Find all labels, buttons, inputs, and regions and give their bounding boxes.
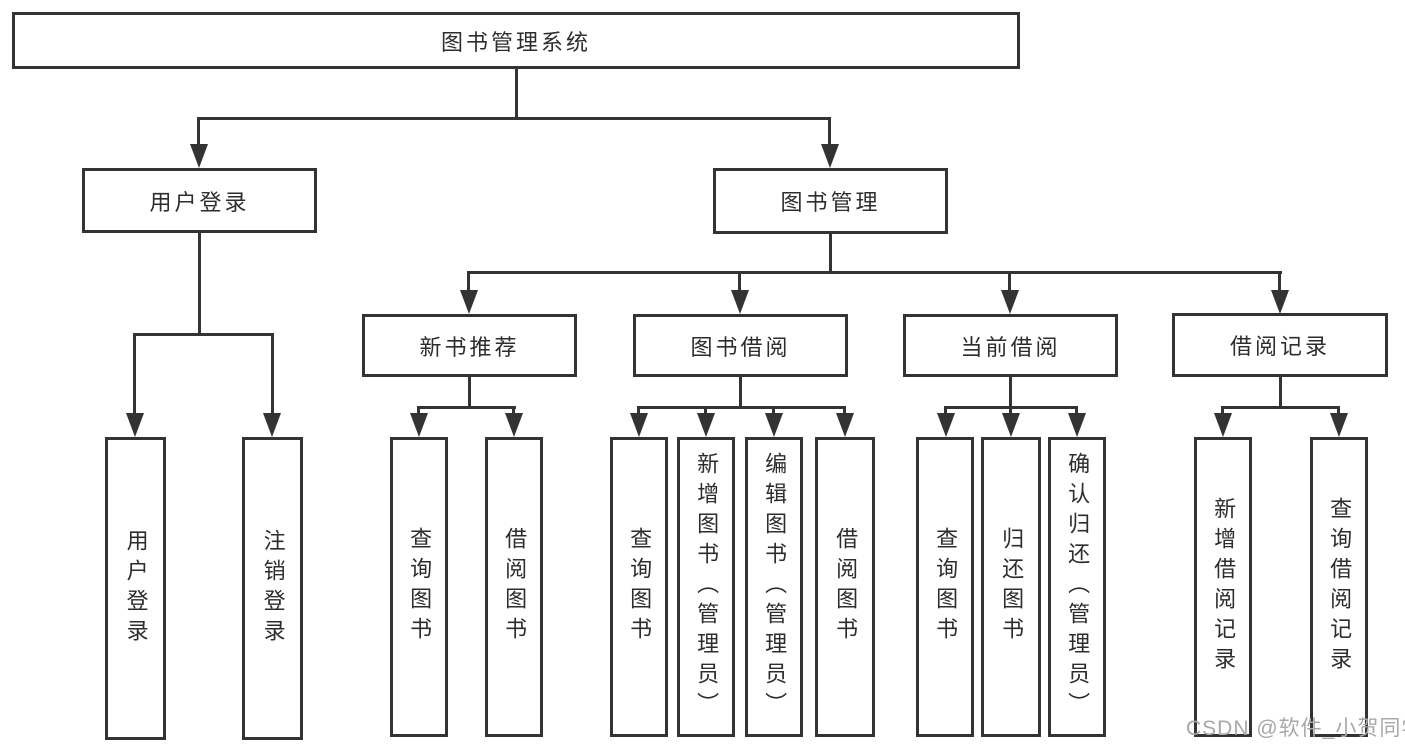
node-label: 借阅图书 bbox=[502, 527, 528, 647]
connector-line bbox=[944, 406, 947, 415]
node-borrow-records: 借阅记录 bbox=[1172, 313, 1388, 377]
node-label: 查询借阅记录 bbox=[1327, 497, 1353, 677]
connector-line bbox=[704, 406, 707, 415]
arrowhead-down bbox=[731, 290, 749, 314]
node-label: 用户登录 bbox=[123, 528, 149, 649]
arrowhead-down bbox=[765, 413, 783, 437]
arrowhead-down bbox=[410, 413, 428, 437]
connector-line bbox=[197, 117, 200, 151]
connector-line bbox=[828, 117, 831, 151]
node-user-login: 用户登录 bbox=[82, 168, 317, 233]
connector-line bbox=[1009, 377, 1012, 408]
node-current-borrow: 当前借阅 bbox=[903, 314, 1118, 377]
leaf-confirm-return-admin: 确认归还（管理员） bbox=[1048, 437, 1106, 737]
connector-line bbox=[1009, 406, 1012, 415]
connector-line bbox=[843, 406, 846, 415]
connector-line bbox=[1221, 406, 1340, 409]
leaf-user-login: 用户登录 bbox=[105, 437, 166, 740]
leaf-logout: 注销登录 bbox=[242, 437, 303, 740]
connector-line bbox=[829, 234, 832, 273]
leaf-query-book-3: 查询图书 bbox=[916, 437, 974, 737]
arrowhead-down bbox=[190, 144, 208, 168]
connector-line bbox=[467, 271, 470, 293]
node-label: 用户登录 bbox=[149, 189, 250, 215]
node-label: 查询图书 bbox=[933, 527, 959, 647]
node-label: 新增借阅记录 bbox=[1211, 497, 1237, 677]
arrowhead-down bbox=[505, 413, 523, 437]
watermark: CSDN @软件_小贺同学 bbox=[1186, 717, 1405, 740]
connector-line bbox=[512, 406, 515, 415]
node-label: 新增图书（管理员） bbox=[694, 452, 720, 722]
node-label: 当前借阅 bbox=[960, 334, 1061, 360]
connector-line bbox=[1075, 406, 1078, 415]
node-label: 归还图书 bbox=[999, 527, 1025, 647]
connector-line bbox=[418, 406, 516, 409]
node-label: 图书管理 bbox=[780, 190, 881, 215]
connector-line bbox=[1008, 271, 1011, 293]
leaf-borrow-book-1: 借阅图书 bbox=[485, 437, 543, 737]
arrowhead-down bbox=[630, 413, 648, 437]
arrowhead-down bbox=[263, 413, 281, 437]
node-label: 新书推荐 bbox=[419, 334, 520, 360]
connector-line bbox=[772, 406, 775, 415]
arrowhead-down bbox=[836, 413, 854, 437]
leaf-borrow-book-2: 借阅图书 bbox=[815, 437, 875, 737]
connector-line bbox=[271, 333, 274, 413]
connector-line bbox=[198, 233, 201, 335]
connector-line bbox=[133, 333, 274, 336]
arrowhead-down bbox=[1068, 413, 1086, 437]
connector-line bbox=[1221, 406, 1224, 415]
node-label: 注销登录 bbox=[260, 528, 286, 649]
node-root: 图书管理系统 bbox=[12, 12, 1020, 69]
node-label: 查询图书 bbox=[407, 527, 433, 647]
node-book-borrow: 图书借阅 bbox=[633, 314, 848, 377]
node-label: 图书管理系统 bbox=[440, 29, 591, 55]
node-book-management: 图书管理 bbox=[713, 168, 948, 234]
node-label: 借阅记录 bbox=[1229, 334, 1330, 359]
connector-line bbox=[637, 406, 640, 415]
connector-line bbox=[1279, 377, 1282, 408]
connector-line bbox=[197, 117, 831, 120]
node-label: 图书借阅 bbox=[690, 334, 791, 360]
node-new-book-recommend: 新书推荐 bbox=[362, 314, 577, 377]
arrowhead-down bbox=[1001, 290, 1019, 314]
node-label: 确认归还（管理员） bbox=[1065, 452, 1091, 722]
connector-line bbox=[133, 333, 136, 413]
node-label: 借阅图书 bbox=[833, 527, 859, 647]
leaf-query-book-1: 查询图书 bbox=[390, 437, 448, 737]
arrowhead-down bbox=[821, 144, 839, 168]
connector-line bbox=[515, 68, 518, 118]
leaf-query-book-2: 查询图书 bbox=[610, 437, 668, 737]
connector-line bbox=[417, 406, 420, 415]
leaf-edit-book-admin: 编辑图书（管理员） bbox=[745, 437, 803, 737]
connector-line bbox=[468, 377, 471, 408]
arrowhead-down bbox=[1002, 413, 1020, 437]
connector-line bbox=[738, 271, 741, 293]
connector-line bbox=[468, 271, 1282, 274]
connector-line bbox=[1278, 271, 1281, 293]
leaf-query-borrow-record: 查询借阅记录 bbox=[1310, 437, 1368, 737]
connector-line bbox=[637, 406, 845, 409]
arrowhead-down bbox=[1330, 413, 1348, 437]
arrowhead-down bbox=[126, 413, 144, 437]
leaf-return-book: 归还图书 bbox=[981, 437, 1041, 737]
node-label: 查询图书 bbox=[627, 527, 653, 647]
leaf-add-book-admin: 新增图书（管理员） bbox=[677, 437, 735, 737]
connector-line bbox=[1337, 406, 1340, 415]
leaf-add-borrow-record: 新增借阅记录 bbox=[1194, 437, 1252, 737]
arrowhead-down bbox=[460, 290, 478, 314]
arrowhead-down bbox=[697, 413, 715, 437]
node-label: 编辑图书（管理员） bbox=[762, 452, 788, 722]
arrowhead-down bbox=[937, 413, 955, 437]
arrowhead-down bbox=[1214, 413, 1232, 437]
arrowhead-down bbox=[1271, 290, 1289, 314]
connector-line bbox=[739, 377, 742, 408]
